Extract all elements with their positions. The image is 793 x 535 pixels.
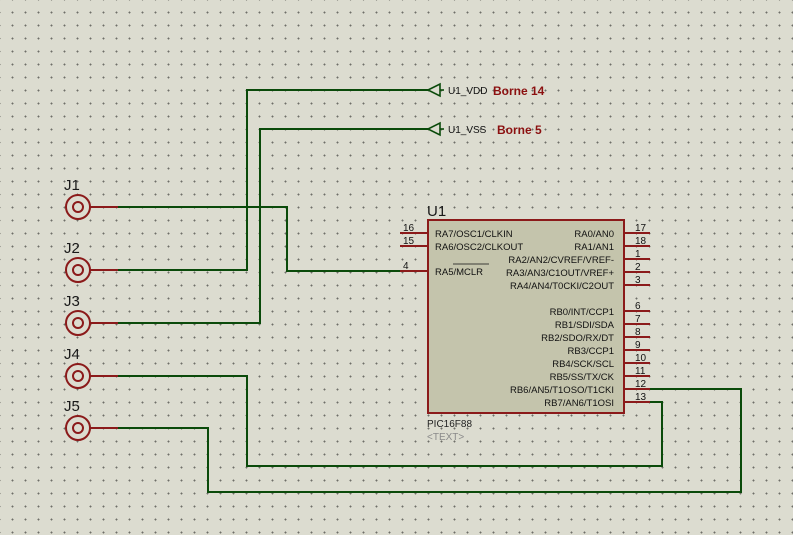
connector-ring-outer (65, 415, 91, 441)
terminal-vdd-arrow (426, 82, 441, 98)
chip-ref: U1 (427, 203, 446, 220)
pin-number: 4 (403, 261, 409, 272)
connector-label: J2 (64, 240, 80, 257)
connector-j5[interactable]: J5 (64, 398, 118, 441)
chip-right-pins: 17RA0/AN018RA1/AN11RA2/AN2/CVREF/VREF-2R… (506, 223, 650, 409)
pin-name: RB2/SDO/RX/DT (541, 333, 614, 344)
wire-j1-mclr[interactable] (118, 206, 422, 272)
pin-name: RA5/MCLR (435, 267, 483, 278)
terminal-vdd[interactable]: U1_VDD Borne 14 (426, 82, 545, 98)
wires (118, 89, 742, 493)
pin-number: 17 (635, 223, 647, 234)
connector-label: J1 (64, 177, 80, 194)
connector-ring-inner (72, 264, 84, 276)
wire-j5-rb6[interactable] (118, 388, 742, 493)
connector-label: J4 (64, 346, 80, 363)
pin-name: RA4/AN4/T0CKI/C2OUT (510, 281, 614, 292)
terminal-vss-arrow (426, 121, 441, 137)
terminal-vss-label: Borne 5 (497, 123, 542, 137)
pin-number: 11 (635, 366, 646, 377)
pin-number: 16 (403, 223, 415, 234)
connector-label: J5 (64, 398, 80, 415)
pin-number: 3 (635, 275, 641, 286)
pin-number: 10 (635, 353, 647, 364)
pin-name: RA3/AN3/C1OUT/VREF+ (506, 268, 614, 279)
pin-number: 6 (635, 301, 641, 312)
connector-ring-inner (72, 317, 84, 329)
pin-number: 12 (635, 379, 647, 390)
pin-name: RB7/AN6/T1OSI (544, 398, 614, 409)
connector-j1[interactable]: J1 (64, 177, 118, 220)
terminal-vdd-name: U1_VDD (448, 86, 487, 97)
connector-j2[interactable]: J2 (64, 240, 118, 283)
wire-j2-vdd[interactable] (118, 89, 428, 271)
pin-number: 7 (635, 314, 641, 325)
connector-j4[interactable]: J4 (64, 346, 118, 389)
chip-body (427, 219, 625, 414)
pin-name: RA0/AN0 (574, 229, 614, 240)
pin-name: RA6/OSC2/CLKOUT (435, 242, 523, 253)
pin-number: 18 (635, 236, 647, 247)
connector-ring-outer (65, 257, 91, 283)
connector-ring-inner (72, 422, 84, 434)
pin-number: 9 (635, 340, 641, 351)
terminal-vss[interactable]: U1_VSS Borne 5 (426, 121, 542, 137)
pin-number: 1 (635, 249, 641, 260)
wire-j3-vss[interactable] (118, 128, 428, 324)
pin-name: RA1/AN1 (574, 242, 614, 253)
pin-name: RB4/SCK/SCL (552, 359, 614, 370)
pin-name: RB1/SDI/SDA (555, 320, 615, 331)
chip-left-pins: 16RA7/OSC1/CLKIN15RA6/OSC2/CLKOUT4RA5/MC… (400, 223, 523, 278)
pin-number: 15 (403, 236, 415, 247)
pin-number: 2 (635, 262, 641, 273)
wire-j4-rb7[interactable] (118, 375, 663, 467)
pin-name: RB0/INT/CCP1 (550, 307, 614, 318)
pin-name: RB6/AN5/T1OSO/T1CKI (510, 385, 614, 396)
connector-ring-outer (65, 363, 91, 389)
chip-u1[interactable]: U1 16RA7/OSC1/CLKIN15RA6/OSC2/CLKOUT4RA5… (400, 203, 650, 443)
pin-name: RA2/AN2/CVREF/VREF- (508, 255, 614, 266)
connector-label: J3 (64, 293, 80, 310)
pin-number: 8 (635, 327, 641, 338)
chip-text-placeholder: <TEXT> (427, 432, 464, 443)
connector-ring-inner (72, 370, 84, 382)
connector-ring-outer (65, 194, 91, 220)
pin-name: RB5/SS/TX/CK (550, 372, 615, 383)
connector-ring-outer (65, 310, 91, 336)
pin-number: 13 (635, 392, 647, 403)
connector-j3[interactable]: J3 (64, 293, 118, 336)
terminal-vss-name: U1_VSS (448, 125, 487, 136)
pin-name: RA7/OSC1/CLKIN (435, 229, 513, 240)
connector-ring-inner (72, 201, 84, 213)
chip-part-name: PIC16F88 (427, 419, 472, 430)
pin-name: RB3/CCP1 (568, 346, 614, 357)
terminal-vdd-label: Borne 14 (493, 84, 545, 98)
